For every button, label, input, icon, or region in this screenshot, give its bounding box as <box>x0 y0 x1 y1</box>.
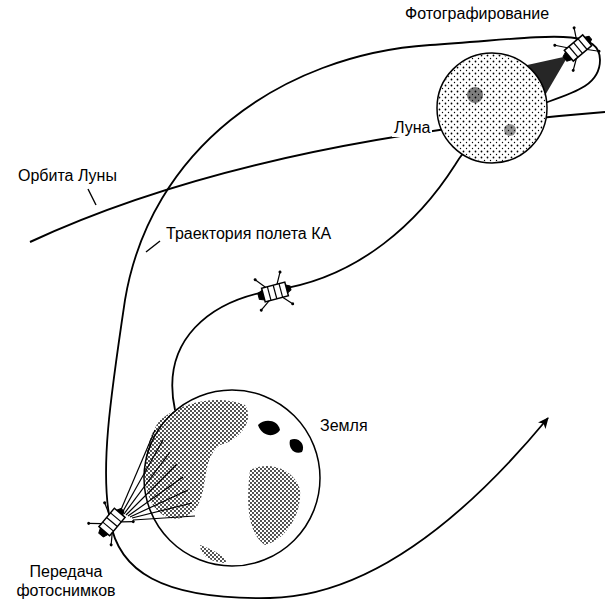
transmission-beam <box>120 430 195 520</box>
text-label: Земля <box>318 416 370 435</box>
text-label: Траектория полета КА <box>164 224 333 243</box>
spacecraft <box>551 23 602 74</box>
text-label: Передача фотоснимков <box>4 562 128 600</box>
text-label: Фотографирование <box>403 4 551 23</box>
text-label: Орбита Луны <box>16 166 119 185</box>
spacecraft <box>251 269 295 314</box>
leader-line <box>88 189 96 205</box>
earth <box>144 390 320 566</box>
spacecraft <box>85 497 136 548</box>
text-label: Луна <box>392 118 432 137</box>
leader-line <box>146 241 160 252</box>
spacecraft-trajectory <box>106 37 600 598</box>
moon <box>437 53 547 163</box>
